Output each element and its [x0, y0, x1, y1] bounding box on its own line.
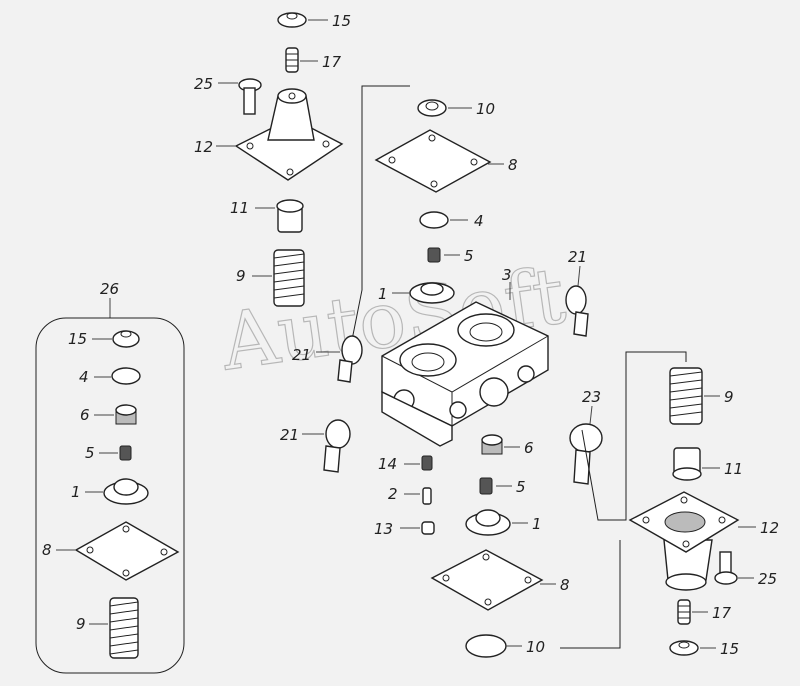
- assembly-line-top: [351, 85, 410, 341]
- kit-label-6: 6: [80, 406, 90, 424]
- kit-label-5: 5: [85, 444, 95, 462]
- part-1-valve-lower: [465, 509, 511, 536]
- kit-label-9: 9: [76, 615, 86, 633]
- callout-8-top: 8: [508, 156, 518, 174]
- part-21-clip-right: [565, 285, 589, 337]
- callout-21-left: 21: [292, 346, 311, 364]
- callout-15-right: 15: [720, 640, 739, 658]
- part-15-cap-top: [277, 12, 307, 28]
- assembly-line-bottom: [581, 351, 687, 521]
- callout-9-top: 9: [236, 267, 246, 285]
- callout-12-top: 12: [194, 138, 213, 156]
- part-5-spring-lower: [479, 477, 493, 495]
- kit-part-5-spring: [119, 445, 132, 461]
- callout-10-top: 10: [476, 100, 495, 118]
- callout-23-cap: 23: [582, 388, 601, 406]
- part-11-piston-top: [276, 199, 304, 233]
- kit-label-1: 1: [71, 483, 81, 501]
- part-10-cap-lower: [465, 634, 507, 658]
- kit-part-15-cap: [112, 330, 140, 348]
- part-2-pin: [422, 487, 432, 505]
- part-9-spring-right: [669, 367, 703, 425]
- callout-15-top: 15: [332, 12, 351, 30]
- callout-1-top: 1: [378, 285, 388, 303]
- part-9-spring-top: [273, 249, 305, 307]
- part-10-cap-top: [417, 99, 447, 117]
- callout-8-lower: 8: [560, 576, 570, 594]
- part-1-valve-top: [409, 282, 455, 304]
- part-21-clip-bottom: [323, 419, 351, 473]
- repair-kit-group: 26 15 4 6 5 1 8: [35, 280, 185, 674]
- part-3-valve-body: [381, 301, 549, 447]
- callout-6-lower: 6: [524, 439, 534, 457]
- callout-5-lower: 5: [516, 478, 526, 496]
- kit-label-8: 8: [42, 541, 52, 559]
- callout-25-top: 25: [194, 75, 213, 93]
- part-14-plug: [421, 455, 433, 471]
- assembly-line-bottom-2: [560, 540, 621, 649]
- kit-part-9-spring: [109, 597, 139, 659]
- callout-2: 2: [388, 485, 398, 503]
- callout-4-top: 4: [474, 212, 484, 230]
- part-13-nut: [421, 521, 435, 535]
- part-8-gasket-top: [374, 129, 492, 193]
- callout-5-top: 5: [464, 247, 474, 265]
- upper-center-stack: 10 8 4 5 1: [374, 99, 518, 304]
- upper-left-stack: 15 17 25 12 11 9: [194, 12, 351, 307]
- callout-10-lower: 10: [526, 638, 545, 656]
- kit-part-4-disc: [111, 367, 141, 385]
- callout-1-lower: 1: [532, 515, 542, 533]
- part-12-cover-right: [628, 491, 740, 591]
- callout-17-right: 17: [712, 604, 732, 622]
- callout-12-right: 12: [760, 519, 779, 537]
- callout-11-top: 11: [230, 199, 249, 217]
- callout-13: 13: [374, 520, 393, 538]
- callout-17-top: 17: [322, 53, 342, 71]
- callout-14: 14: [378, 455, 397, 473]
- callout-11-right: 11: [724, 460, 743, 478]
- callout-21-bottom: 21: [280, 426, 299, 444]
- right-stack: 9 11 12 25 17 15: [628, 367, 779, 658]
- part-5-spring-top: [427, 247, 441, 263]
- kit-label-15: 15: [68, 330, 87, 348]
- callout-21-right: 21: [568, 248, 587, 266]
- kit-part-8-gasket: [74, 521, 180, 581]
- repair-kit-frame: [35, 317, 185, 674]
- part-25-bolt-right: [714, 551, 738, 585]
- lower-center-stack: 6 5 1 8 10: [430, 434, 570, 658]
- callout-kit: 26: [100, 280, 119, 298]
- part-11-piston-right: [672, 447, 702, 481]
- callout-3-body: 3: [502, 266, 512, 284]
- part-4-disc-top: [419, 211, 449, 229]
- small-parts-group: 14 2 13: [374, 455, 435, 538]
- part-8-gasket-lower: [430, 549, 544, 611]
- callout-9-right: 9: [724, 388, 734, 406]
- part-21-clip-left: [337, 335, 363, 383]
- part-12-cover-top: [234, 88, 344, 181]
- callout-25-right: 25: [758, 570, 777, 588]
- kit-label-4: 4: [79, 368, 89, 386]
